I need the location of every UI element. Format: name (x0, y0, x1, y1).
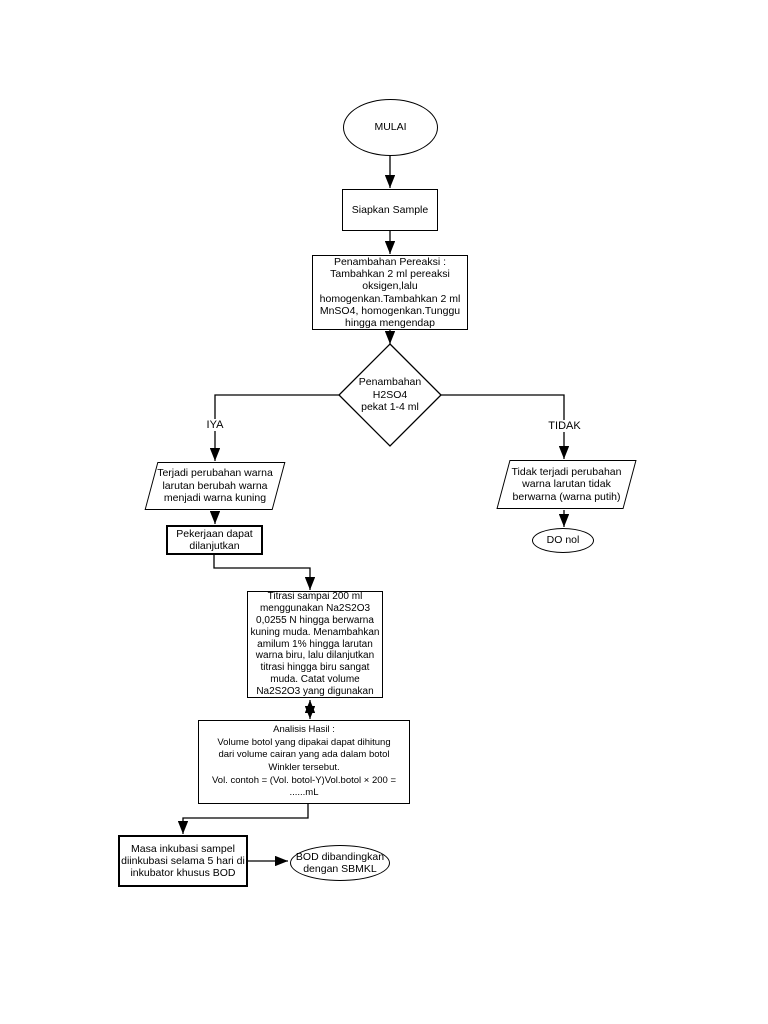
process-analisis-hasil: Analisis Hasil : Volume botol yang dipak… (198, 720, 410, 804)
data-terjadi-perubahan-warna: Terjadi perubahan warna larutan berubah … (144, 462, 286, 510)
terminator-do-nol: DO nol (532, 528, 594, 553)
edge-analisis-masa (177, 804, 309, 834)
decision-label: Penambahan H2SO4 pekat 1-4 ml (358, 376, 422, 414)
process-siapkan-sample: Siapkan Sample (342, 189, 438, 231)
start-terminator: MULAI (343, 99, 438, 156)
edge-pekerjaan-titrasi (213, 555, 316, 590)
edge-label-iya: IYA (195, 419, 235, 431)
diamond-shape (338, 343, 442, 447)
data-label: Terjadi perubahan warna larutan berubah … (157, 467, 273, 505)
process-penambahan-pereaksi: Penambahan Pereaksi : Tambahkan 2 ml per… (312, 255, 468, 330)
process-masa-inkubasi: Masa inkubasi sampel diinkubasi selama 5… (118, 835, 248, 887)
edge-label-tidak: TIDAK (542, 420, 587, 432)
process-pekerjaan-dilanjutkan: Pekerjaan dapat dilanjutkan (166, 525, 263, 555)
process-titrasi: Titrasi sampai 200 ml menggunakan Na2S2O… (247, 591, 383, 698)
edge-decision-tidak (439, 394, 570, 459)
data-label: Tidak terjadi perubahan warna larutan ti… (511, 465, 622, 503)
decision-penambahan-h2so4: Penambahan H2SO4 pekat 1-4 ml (338, 343, 442, 447)
terminator-bod-sbmkl: BOD dibandingkan dengan SBMKL (290, 845, 390, 881)
data-tidak-terjadi-perubahan: Tidak terjadi perubahan warna larutan ti… (496, 460, 637, 509)
edge-decision-iya (209, 394, 341, 461)
